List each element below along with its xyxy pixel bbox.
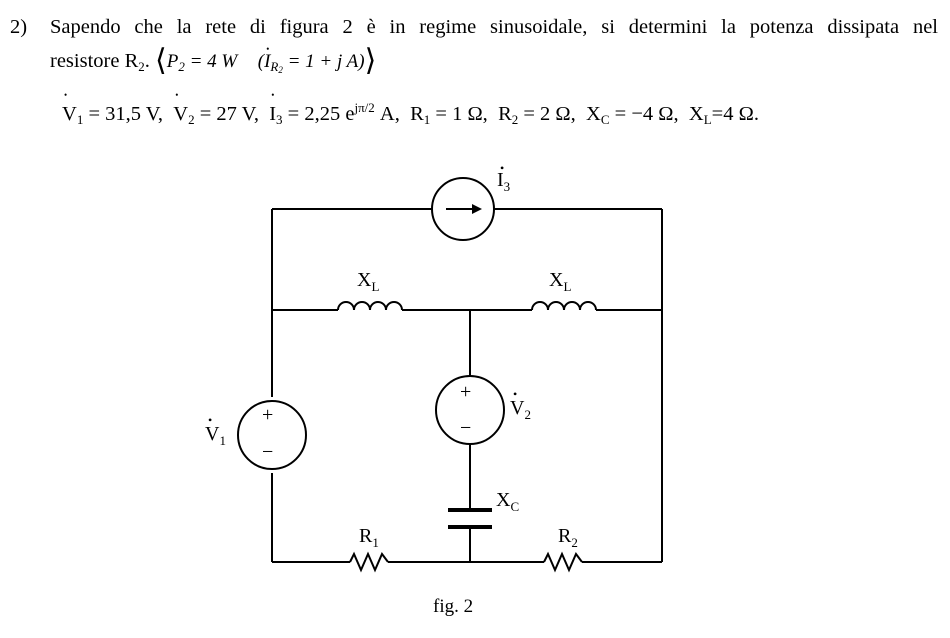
xl-left-label: XL <box>357 269 379 294</box>
v1-label: V1 <box>205 423 226 448</box>
v2-minus: − <box>460 417 471 439</box>
r2-given-symbol: R <box>498 103 512 125</box>
v2-dot: • <box>513 387 517 401</box>
xl-right-label: XL <box>549 269 571 294</box>
xc-given-symbol: X <box>586 103 601 125</box>
r1-given-symbol: R <box>410 103 424 125</box>
v2-given-symbol: V <box>173 90 188 126</box>
i3-label: I3 <box>497 169 510 194</box>
figure-caption: fig. 2 <box>433 596 474 617</box>
inductor-left <box>337 301 403 311</box>
i3-given-value: = 2,25 e <box>282 103 355 125</box>
answer-power: P2 = 4 W <box>166 51 238 74</box>
arrow-head-icon <box>472 204 482 214</box>
v2-given-value: = 27 V, <box>194 103 259 125</box>
xc-label: XC <box>496 489 519 514</box>
problem-line-2: resistore R2. ⟨P2 = 4 W (IR2 = 1 + j A)⟩ <box>50 32 938 87</box>
problem-statement: 2) Sapendo che la rete di figura 2 è in … <box>10 10 938 87</box>
v1-given-value: = 31,5 V, <box>83 103 164 125</box>
v2-label: V2 <box>510 397 531 422</box>
problem-number: 2) <box>10 16 28 38</box>
r2-given-value: = 2 Ω, <box>518 103 576 125</box>
v2-plus: + <box>460 381 471 403</box>
resistor-r1 <box>349 551 389 573</box>
left-angle-bracket: ⟨ <box>155 44 167 77</box>
answer-current: (IR2 = 1 + j A) <box>258 32 365 75</box>
r1-label: R1 <box>359 525 379 550</box>
xc-given-value: = −4 Ω, <box>609 103 679 125</box>
xl-given-value: =4 Ω. <box>711 103 759 125</box>
resistor-r2 <box>543 551 583 573</box>
i3-current-source <box>431 177 495 241</box>
resistor-sub: 2 <box>138 59 145 74</box>
r1-given-value: = 1 Ω, <box>430 103 488 125</box>
right-angle-bracket: ⟩ <box>364 44 377 77</box>
resistor-text: resistore R <box>50 50 139 72</box>
inductor-right <box>531 301 597 311</box>
resistor-dot: . <box>144 50 150 72</box>
v1-plus: + <box>262 404 273 426</box>
i3-dot: • <box>500 161 504 175</box>
xl-given-symbol: X <box>688 103 704 125</box>
problem-line-1: 2) Sapendo che la rete di figura 2 è in … <box>10 10 938 44</box>
i3-given-symbol: I <box>269 90 276 126</box>
v1-given-symbol: V <box>62 90 77 126</box>
r2-label: R2 <box>558 525 578 550</box>
given-values: V1 = 31,5 V, V2 = 27 V, I3 = 2,25 ejπ/2 … <box>62 90 759 128</box>
v1-dot: • <box>208 413 212 427</box>
v1-minus: − <box>262 441 273 463</box>
problem-text: Sapendo che la rete di figura 2 è in reg… <box>50 16 938 38</box>
v1-voltage-source <box>237 400 307 470</box>
